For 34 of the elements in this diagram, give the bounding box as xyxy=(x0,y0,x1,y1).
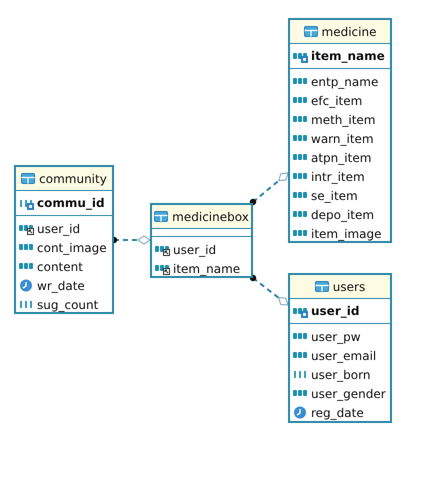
primary-key-column: item_name xyxy=(311,49,385,63)
table-name: medicinebox xyxy=(172,210,249,224)
column-name: user_email xyxy=(311,348,376,362)
table-entity xyxy=(14,165,114,314)
table-entity xyxy=(288,273,392,423)
relationship-connector xyxy=(250,274,289,306)
primary-key-column: commu_id xyxy=(37,196,105,210)
column-name: item_name xyxy=(173,262,240,276)
table-name: community xyxy=(39,172,107,186)
column-name: cont_image xyxy=(37,240,107,254)
column-name: warn_item xyxy=(311,132,374,146)
column-name: efc_item xyxy=(311,94,362,108)
column-name: user_id xyxy=(173,242,216,256)
column-name: intr_item xyxy=(311,170,365,184)
primary-key-column: user_id xyxy=(311,304,360,318)
column-name: depo_item xyxy=(311,208,374,222)
column-name: user_gender xyxy=(311,386,386,400)
table-entity xyxy=(288,18,392,243)
column-name: item_image xyxy=(311,226,382,240)
table-name: users xyxy=(332,280,366,294)
column-name: wr_date xyxy=(37,278,85,292)
column-name: sug_count xyxy=(37,298,98,312)
column-name: user_pw xyxy=(311,330,361,344)
column-name: user_born xyxy=(311,368,370,382)
column-name: reg_date xyxy=(311,406,364,420)
column-name: entp_name xyxy=(311,74,378,88)
column-name: atpn_item xyxy=(311,150,372,164)
column-name: user_id xyxy=(37,222,80,236)
table-entity xyxy=(150,203,253,278)
column-name: content xyxy=(37,260,83,274)
table-name: medicine xyxy=(322,24,376,38)
column-name: se_item xyxy=(311,188,358,202)
relationship-connector xyxy=(250,172,289,206)
column-name: meth_item xyxy=(311,112,376,126)
